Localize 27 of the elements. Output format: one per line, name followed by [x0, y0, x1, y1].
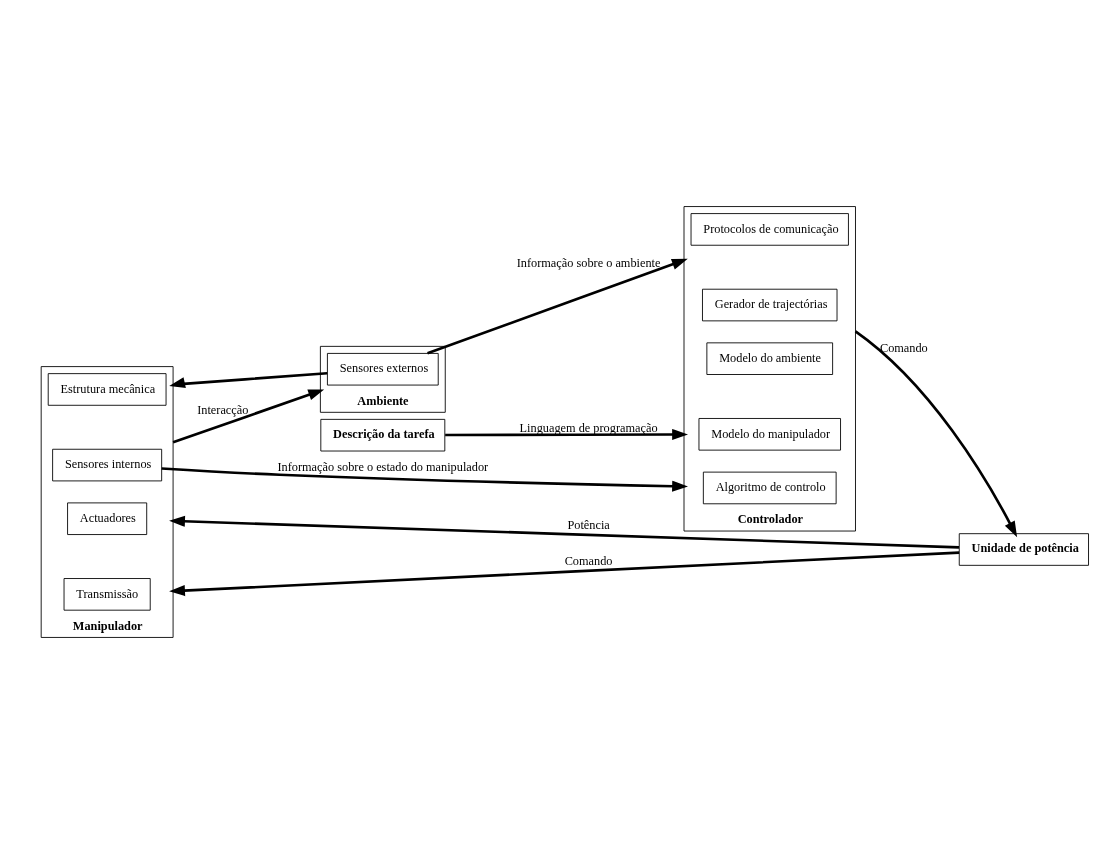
node-box: Transmissão	[63, 577, 151, 611]
node-box: Modelo do manipulador	[698, 417, 841, 451]
node-box: Sensores externos	[327, 352, 439, 385]
node-box: Gerador de trajectórias	[702, 288, 838, 321]
node-box: Algoritmo de controlo	[702, 471, 837, 504]
node-box: Sensores internos	[52, 448, 163, 481]
arrow	[854, 329, 1018, 537]
arrow	[161, 466, 688, 492]
node-box: Modelo do ambiente	[706, 341, 834, 375]
edge-label: Comando	[564, 553, 613, 568]
arrow	[169, 550, 960, 596]
node-box: Actuadores	[67, 501, 148, 535]
arrow	[169, 371, 328, 388]
edge-label: Informação sobre o estado do manipulador	[277, 459, 489, 474]
arrow	[169, 515, 960, 549]
node-box: Descrição da tarefa	[320, 418, 446, 451]
arrow	[172, 388, 325, 444]
edge-label: Informação sobre o ambiente	[516, 255, 661, 270]
node-box: Protocolos de comunicação	[690, 212, 849, 246]
arrow	[427, 258, 688, 355]
edge-label: Comando	[879, 340, 928, 355]
node-box: Estrutura mecânica	[47, 372, 167, 406]
node-box: Unidade de potência	[958, 532, 1089, 566]
edge-label: Interacção	[197, 402, 249, 417]
edge-label: Linguagem de programação	[519, 420, 658, 435]
arrow	[445, 428, 689, 440]
edge-label: Potência	[567, 517, 610, 532]
